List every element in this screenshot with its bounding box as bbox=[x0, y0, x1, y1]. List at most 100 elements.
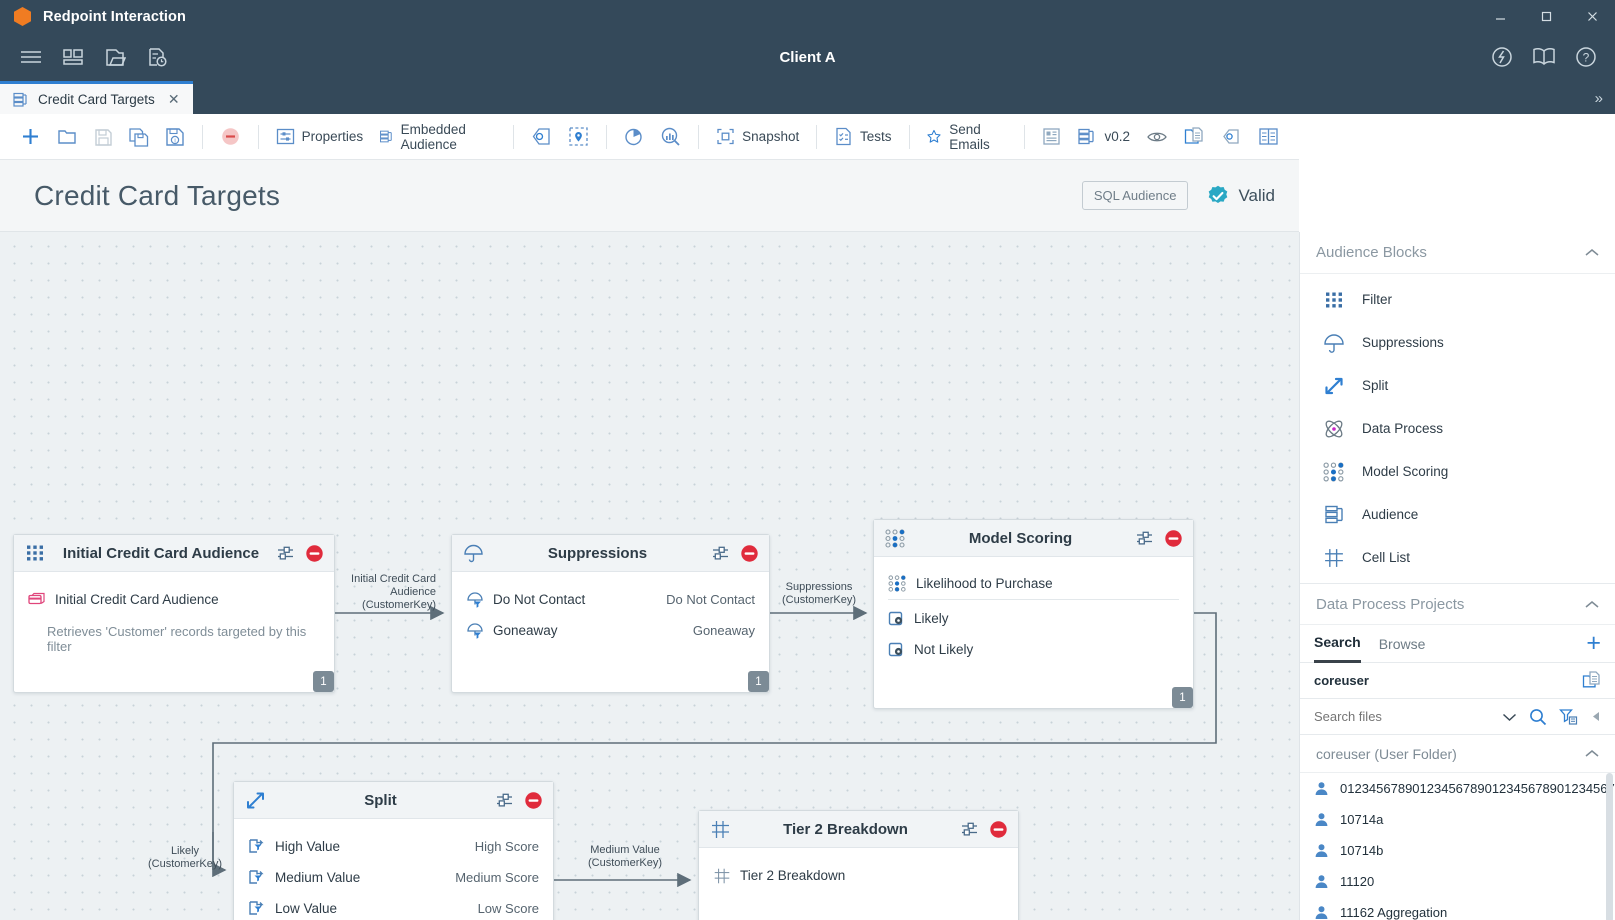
node-delete-icon[interactable] bbox=[524, 791, 543, 810]
list-item[interactable]: 0123456789012345678901234567890123456789… bbox=[1300, 773, 1615, 804]
location-pin-button[interactable] bbox=[560, 120, 597, 154]
add-button[interactable] bbox=[12, 120, 49, 154]
folder-page-icon[interactable] bbox=[94, 37, 136, 77]
node-model-scoring[interactable]: Model Scoring Likelihood to Purchase bbox=[873, 519, 1194, 709]
list-item[interactable]: 11120 bbox=[1300, 866, 1615, 897]
sidebar-item-filter[interactable]: Filter bbox=[1300, 278, 1615, 321]
conn-suppressions-to-model-label: Suppressions (CustomerKey) bbox=[782, 581, 856, 606]
sidebar-item-suppressions[interactable]: Suppressions bbox=[1300, 321, 1615, 364]
add-project-button[interactable]: + bbox=[1586, 629, 1601, 657]
analyze-button[interactable] bbox=[652, 120, 689, 154]
hamburger-menu-icon[interactable] bbox=[10, 37, 52, 77]
sql-audience-button[interactable]: SQL Audience bbox=[1081, 181, 1189, 210]
file-list-scrollbar[interactable] bbox=[1606, 773, 1613, 920]
version-indicator[interactable]: v0.2 bbox=[1069, 120, 1139, 154]
file-list[interactable]: 0123456789012345678901234567890123456789… bbox=[1300, 773, 1615, 920]
previous-page-icon[interactable] bbox=[1590, 710, 1602, 723]
node-row[interactable]: Do Not Contact Do Not Contact bbox=[466, 584, 755, 615]
user-icon bbox=[1314, 812, 1329, 827]
node-row[interactable]: Low Value Low Score bbox=[248, 893, 539, 920]
node-settings-icon[interactable] bbox=[1135, 529, 1154, 548]
sidebar-item-model-scoring[interactable]: Model Scoring bbox=[1300, 450, 1615, 493]
node-row[interactable]: Likelihood to Purchase bbox=[888, 569, 1179, 600]
node-header[interactable]: Initial Credit Card Audience bbox=[14, 535, 334, 572]
node-settings-icon[interactable] bbox=[960, 820, 979, 839]
node-header[interactable]: Split bbox=[234, 782, 553, 819]
node-header[interactable]: Tier 2 Breakdown bbox=[699, 811, 1018, 848]
sidebar-item-split[interactable]: Split bbox=[1300, 364, 1615, 407]
data-process-projects-header[interactable]: Data Process Projects bbox=[1300, 583, 1615, 625]
properties-button[interactable]: Properties bbox=[268, 120, 372, 154]
node-split[interactable]: Split High Value High Score bbox=[233, 781, 554, 920]
list-item[interactable]: 10714a bbox=[1300, 804, 1615, 835]
repository-row[interactable]: coreuser bbox=[1300, 663, 1615, 699]
node-delete-icon[interactable] bbox=[1164, 529, 1183, 548]
sidebar-item-data-process[interactable]: Data Process bbox=[1300, 407, 1615, 450]
tag-right-button[interactable] bbox=[1213, 120, 1250, 154]
grid-panel-button[interactable] bbox=[1034, 120, 1069, 154]
sidebar-item-audience[interactable]: Audience bbox=[1300, 493, 1615, 536]
search-icon[interactable] bbox=[1529, 708, 1547, 726]
node-row[interactable]: Medium Value Medium Score bbox=[248, 862, 539, 893]
save-button[interactable] bbox=[85, 120, 121, 154]
node-header[interactable]: Model Scoring bbox=[874, 520, 1193, 557]
tab-browse[interactable]: Browse bbox=[1378, 635, 1426, 652]
connection-icon[interactable] bbox=[1481, 37, 1523, 77]
save-info-button[interactable]: i bbox=[157, 120, 193, 154]
preview-button[interactable] bbox=[1138, 120, 1176, 154]
list-item[interactable]: 11162 Aggregation bbox=[1300, 897, 1615, 920]
node-row[interactable]: Not Likely bbox=[888, 634, 1179, 665]
book-icon[interactable] bbox=[1523, 37, 1565, 77]
sidebar-item-cell-list[interactable]: Cell List bbox=[1300, 536, 1615, 579]
send-emails-button[interactable]: Send Emails bbox=[918, 120, 1014, 154]
tab-search[interactable]: Search bbox=[1314, 625, 1361, 663]
copy-to-folder-button[interactable] bbox=[1176, 120, 1213, 154]
minimize-button[interactable] bbox=[1477, 0, 1523, 33]
flow-canvas[interactable]: Initial Credit Card Audience (CustomerKe… bbox=[0, 232, 1299, 920]
node-initial-credit-card-audience[interactable]: Initial Credit Card Audience Initial Cre… bbox=[13, 534, 335, 693]
copy-repository-icon[interactable] bbox=[1582, 670, 1603, 691]
split-output-icon bbox=[248, 838, 266, 856]
chevron-down-icon[interactable] bbox=[1502, 712, 1517, 722]
help-icon[interactable]: ? bbox=[1565, 37, 1607, 77]
tab-credit-card-targets[interactable]: Credit Card Targets ✕ bbox=[0, 81, 193, 114]
tag-button[interactable] bbox=[523, 120, 560, 154]
save-copy-button[interactable] bbox=[121, 120, 157, 154]
node-row-label: Initial Credit Card Audience bbox=[55, 592, 219, 607]
search-files-input[interactable] bbox=[1314, 709, 1490, 724]
node-suppressions[interactable]: Suppressions Do Not Contact Do Not bbox=[451, 534, 770, 693]
audience-blocks-header[interactable]: Audience Blocks bbox=[1300, 232, 1615, 274]
delete-button[interactable] bbox=[212, 120, 249, 154]
node-settings-icon[interactable] bbox=[495, 791, 514, 810]
folder-header[interactable]: coreuser (User Folder) bbox=[1300, 735, 1615, 773]
tests-button[interactable]: Tests bbox=[826, 120, 900, 154]
tab-close-icon[interactable]: ✕ bbox=[167, 91, 180, 107]
node-row[interactable]: Likely bbox=[888, 603, 1179, 634]
pie-chart-button[interactable] bbox=[615, 120, 652, 154]
node-row[interactable]: High Value High Score bbox=[248, 831, 539, 862]
snapshot-button[interactable]: Snapshot bbox=[708, 120, 807, 154]
node-row[interactable]: Goneaway Goneaway bbox=[466, 615, 755, 646]
node-delete-icon[interactable] bbox=[740, 544, 759, 563]
chevron-up-icon[interactable] bbox=[1585, 749, 1599, 758]
node-settings-icon[interactable] bbox=[276, 544, 295, 563]
node-tier-2-breakdown[interactable]: Tier 2 Breakdown Tier 2 Breakdown bbox=[698, 810, 1019, 920]
page-clock-icon[interactable] bbox=[136, 37, 178, 77]
close-button[interactable] bbox=[1569, 0, 1615, 33]
node-delete-icon[interactable] bbox=[305, 544, 324, 563]
maximize-button[interactable] bbox=[1523, 0, 1569, 33]
expand-panel-icon[interactable]: » bbox=[1594, 90, 1603, 107]
chevron-up-icon[interactable] bbox=[1585, 600, 1599, 609]
embedded-audience-button[interactable]: Embedded Audience bbox=[371, 120, 504, 154]
chevron-up-icon[interactable] bbox=[1585, 248, 1599, 257]
layout-icon[interactable] bbox=[52, 37, 94, 77]
node-row[interactable]: Initial Credit Card Audience bbox=[28, 584, 320, 615]
panels-button[interactable] bbox=[1250, 120, 1287, 154]
node-row[interactable]: Tier 2 Breakdown bbox=[713, 860, 1004, 891]
open-button[interactable] bbox=[49, 120, 85, 154]
list-item[interactable]: 10714b bbox=[1300, 835, 1615, 866]
node-delete-icon[interactable] bbox=[989, 820, 1008, 839]
node-settings-icon[interactable] bbox=[711, 544, 730, 563]
filter-files-icon[interactable] bbox=[1559, 708, 1578, 726]
node-header[interactable]: Suppressions bbox=[452, 535, 769, 572]
